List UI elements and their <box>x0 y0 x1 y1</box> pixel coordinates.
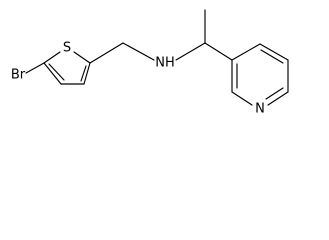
thiophene-ring <box>43 51 91 85</box>
bond-py-c6-n-double <box>265 87 284 100</box>
bond-c2-c3 <box>83 62 91 85</box>
pyridine-ring <box>231 43 289 106</box>
bond-c2-ch2 <box>89 42 124 64</box>
bromine-label: Br <box>11 68 26 83</box>
bond-py-c4-c5 <box>259 43 289 61</box>
bond-c5-s <box>43 51 61 64</box>
bond-c4-c5-double <box>48 63 65 81</box>
bond-py-c3-c4 <box>231 43 261 61</box>
bond-nh-ch <box>175 42 206 61</box>
bond-ch-pyridine <box>204 42 233 61</box>
bond-py-n-c2 <box>231 91 253 106</box>
bond-py-c6-n <box>267 91 289 106</box>
chemical-structure: Br S NH N <box>11 9 289 117</box>
bond-py-c4-c5-double <box>260 49 284 64</box>
bond-c4-c5 <box>43 62 62 85</box>
bond-ch2-nh <box>122 42 155 61</box>
bond-s-c2 <box>73 51 91 64</box>
amine-label: NH <box>155 56 175 71</box>
sulfur-label: S <box>63 41 71 56</box>
bond-c2-c3-double <box>80 65 87 82</box>
pyridine-nitrogen-label: N <box>255 102 265 117</box>
bond-br-c5 <box>25 62 45 74</box>
